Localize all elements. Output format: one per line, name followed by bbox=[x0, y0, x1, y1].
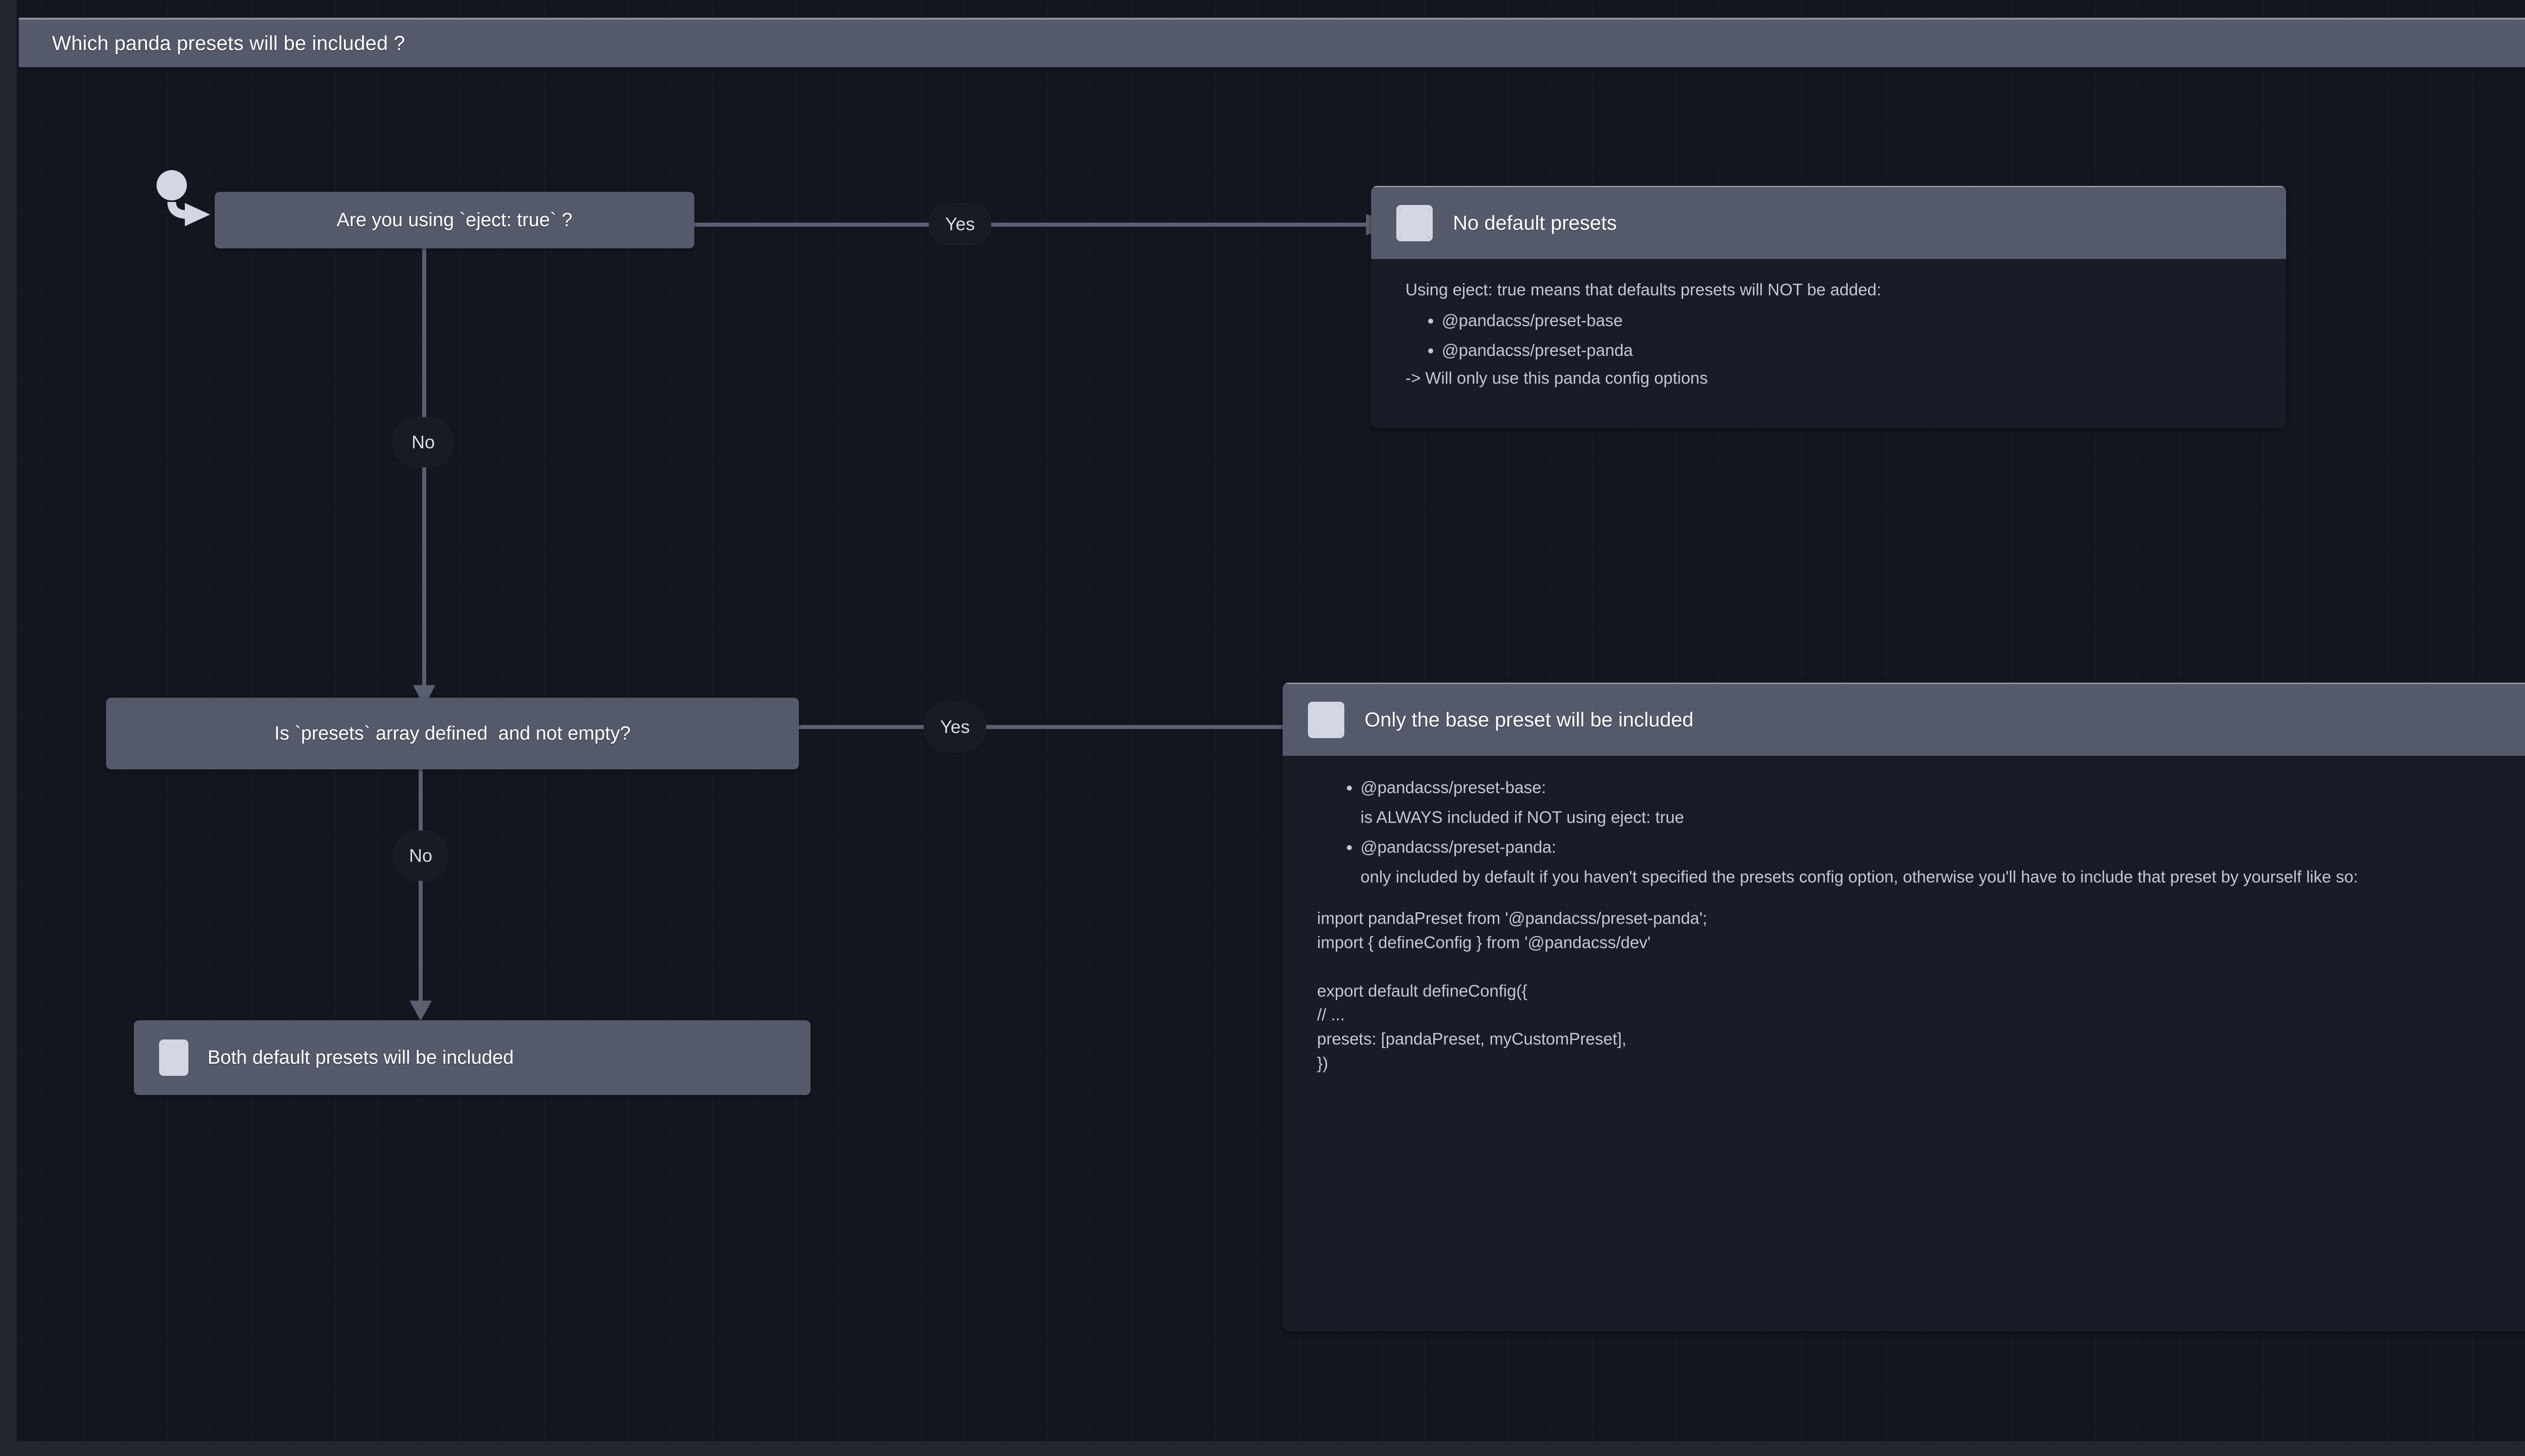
result-node-both-presets-label: Both default presets will be included bbox=[208, 1047, 514, 1068]
decision-node-presets[interactable]: Is `presets` array defined and not empty… bbox=[106, 698, 799, 769]
panel-no-default-intro: Using eject: true means that defaults pr… bbox=[1405, 280, 1882, 299]
edge-label-no-2: No bbox=[393, 830, 448, 881]
note-icon bbox=[1396, 205, 1433, 241]
panel-no-default-presets[interactable]: No default presets Using eject: true mea… bbox=[1371, 186, 2286, 428]
decision-node-presets-label: Is `presets` array defined and not empty… bbox=[274, 722, 631, 744]
decision-node-eject-label: Are you using `eject: true` ? bbox=[336, 209, 573, 231]
panel-no-default-presets-header: No default presets bbox=[1371, 186, 2286, 259]
panel-only-base-preset-title: Only the base preset will be included bbox=[1365, 708, 1694, 731]
panel-only-base-preset-body: @pandacss/preset-base: is ALWAYS include… bbox=[1283, 756, 2525, 1331]
page-title: Which panda presets will be included ? bbox=[52, 32, 406, 55]
list-item: @pandacss/preset-panda: only included by… bbox=[1360, 839, 2525, 885]
list-item: @pandacss/preset-base bbox=[1442, 312, 2256, 329]
list-item: @pandacss/preset-base: is ALWAYS include… bbox=[1360, 779, 2525, 825]
edge-label-no-1: No bbox=[393, 417, 453, 467]
edge-eject-to-yes bbox=[694, 214, 1401, 235]
edge-label-yes-1: Yes bbox=[929, 203, 991, 245]
edge-label-no-1-text: No bbox=[411, 432, 435, 452]
edge-presets-to-yes bbox=[799, 716, 1329, 738]
result-node-both-presets[interactable]: Both default presets will be included bbox=[134, 1020, 811, 1095]
start-node-marker bbox=[152, 167, 222, 232]
note-icon bbox=[159, 1039, 188, 1076]
code-block: import pandaPreset from '@pandacss/prese… bbox=[1317, 909, 1707, 1073]
panel-no-default-presets-body: Using eject: true means that defaults pr… bbox=[1371, 259, 2286, 428]
vertical-scrollbar[interactable] bbox=[0, 0, 17, 1456]
edge-label-yes-2: Yes bbox=[924, 702, 986, 752]
list-item-name: @pandacss/preset-panda: bbox=[1360, 838, 1556, 856]
edge-presets-to-both bbox=[410, 769, 432, 1022]
panel-only-base-preset[interactable]: Only the base preset will be included @p… bbox=[1283, 683, 2525, 1331]
list-item-desc: is ALWAYS included if NOT using eject: t… bbox=[1360, 808, 1684, 826]
decision-node-eject[interactable]: Are you using `eject: true` ? bbox=[215, 192, 694, 248]
edge-eject-to-presets bbox=[413, 248, 435, 708]
list-item-desc: only included by default if you haven't … bbox=[1360, 867, 2358, 886]
panel-only-base-preset-header: Only the base preset will be included bbox=[1283, 683, 2525, 756]
edge-label-no-2-text: No bbox=[409, 845, 433, 866]
list-item-name: @pandacss/preset-base: bbox=[1360, 778, 1546, 797]
list-item: @pandacss/preset-panda bbox=[1442, 342, 2256, 358]
panel-no-default-presets-title: No default presets bbox=[1453, 212, 1617, 234]
panel-no-default-list: @pandacss/preset-base @pandacss/preset-p… bbox=[1405, 312, 2256, 358]
note-icon bbox=[1308, 702, 1344, 738]
diagram-title-bar: Which panda presets will be included ? bbox=[19, 18, 2525, 67]
panel-only-base-preset-list: @pandacss/preset-base: is ALWAYS include… bbox=[1317, 779, 2525, 885]
edge-label-yes-2-text: Yes bbox=[940, 716, 970, 737]
edge-label-yes-1-text: Yes bbox=[945, 214, 975, 234]
panel-no-default-footer: -> Will only use this panda config optio… bbox=[1405, 369, 1708, 387]
horizontal-scrollbar[interactable] bbox=[0, 1441, 2525, 1456]
